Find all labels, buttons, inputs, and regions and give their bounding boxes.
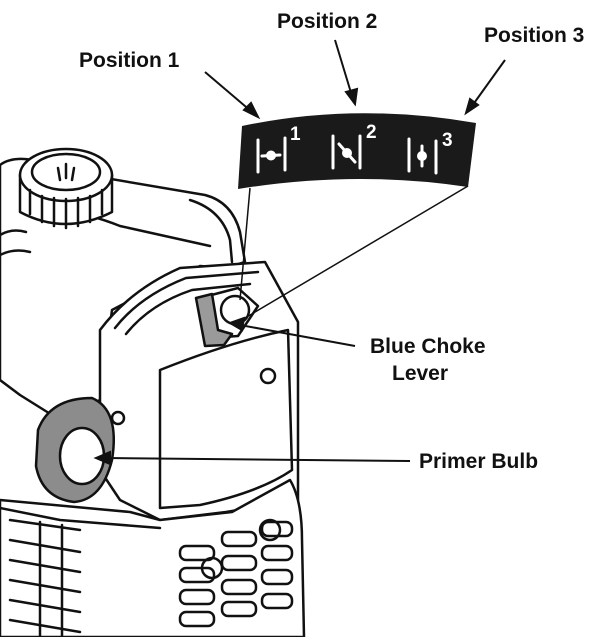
engine-block bbox=[0, 478, 306, 637]
carburetor-housing-rim bbox=[124, 282, 252, 336]
choke-open-icon bbox=[407, 137, 438, 175]
label-choke-lever-line1: Blue Choke bbox=[370, 335, 486, 358]
label-position-2: Position 2 bbox=[277, 10, 377, 33]
primer-bulb bbox=[58, 426, 106, 486]
label-choke-lever-line2: Lever bbox=[392, 362, 448, 385]
choke-number-2: 2 bbox=[366, 122, 377, 143]
blue-choke-lever bbox=[194, 292, 234, 348]
engine-illustration bbox=[0, 147, 306, 637]
screw bbox=[110, 410, 126, 426]
plate-background bbox=[238, 113, 476, 189]
vent-grille bbox=[178, 518, 294, 628]
label-primer-bulb: Primer Bulb bbox=[419, 450, 538, 473]
engine-block-edge bbox=[0, 506, 162, 530]
grille-left bbox=[8, 518, 82, 637]
fuel-tank-shoulder bbox=[188, 198, 234, 264]
carburetor-front-panel bbox=[158, 328, 294, 510]
choke-position-plate: 1 2 3 bbox=[238, 113, 476, 189]
callout-arrows bbox=[93, 39, 506, 466]
label-position-3: Position 3 bbox=[484, 24, 584, 47]
label-position-1: Position 1 bbox=[79, 49, 180, 72]
plate-leader-lines bbox=[239, 185, 469, 319]
choke-number-1: 1 bbox=[290, 124, 301, 145]
carburetor-housing-rim bbox=[113, 270, 260, 330]
choke-number-3: 3 bbox=[442, 130, 453, 151]
fuel-line bbox=[0, 229, 32, 257]
choke-closed-icon bbox=[256, 136, 287, 174]
panel-hole bbox=[259, 367, 277, 385]
choke-half-icon bbox=[331, 134, 362, 170]
fuel-cap bbox=[18, 147, 114, 230]
